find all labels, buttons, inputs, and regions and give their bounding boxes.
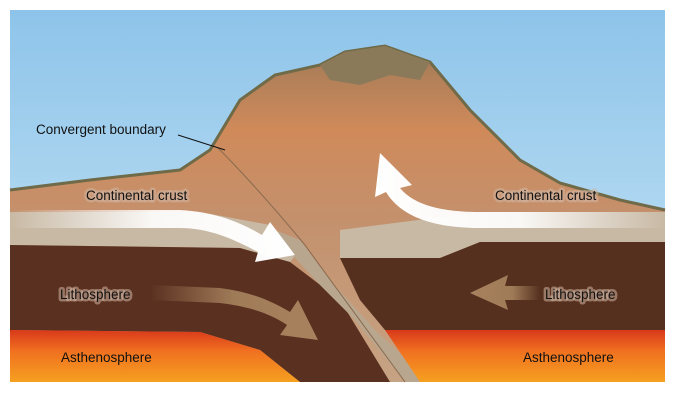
continental-crust-right-label: Continental crust	[495, 188, 597, 203]
asthenosphere-right	[385, 330, 665, 382]
asthenosphere-right-label: Asthenosphere	[523, 350, 614, 365]
asthenosphere-left	[10, 330, 300, 382]
lithosphere-right-label: Lithosphere	[545, 287, 616, 302]
subducting-slab	[275, 230, 430, 382]
mountain-peak	[320, 46, 430, 85]
lithosphere-left	[10, 245, 390, 382]
asthenosphere-left-label: Asthenosphere	[61, 350, 152, 365]
lithosphere-arrow-right-icon	[470, 275, 540, 310]
crust-arrow-left-icon	[10, 210, 295, 262]
continental-crust-left-label: Continental crust	[86, 188, 188, 203]
crust-arrow-right-icon	[375, 153, 665, 228]
boundary-leader-line	[177, 134, 226, 151]
convergent-boundary-label: Convergent boundary	[36, 122, 166, 137]
lithosphere-left-label: Lithosphere	[60, 287, 131, 302]
boundary-line	[217, 147, 406, 383]
lithosphere-arrow-left-icon	[150, 285, 318, 340]
